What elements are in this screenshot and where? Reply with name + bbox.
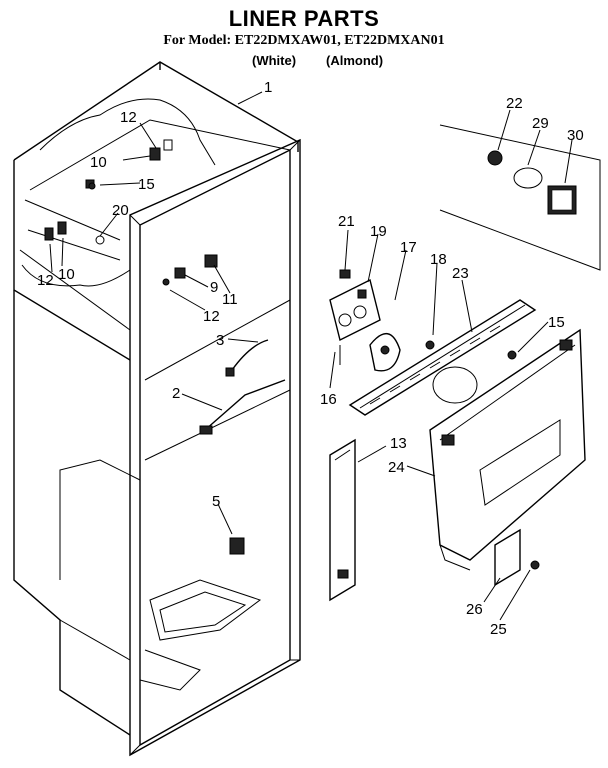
callout-24: 24 <box>388 459 405 476</box>
callout-15-right: 15 <box>548 314 565 331</box>
callout-labels: 1 12 10 15 20 12 10 9 11 12 3 2 5 21 19 … <box>37 79 584 638</box>
model-subtitle: For Model: ET22DMXAW01, ET22DMXAN01 <box>163 33 445 48</box>
light-assembly <box>439 124 601 271</box>
callout-2: 2 <box>172 385 180 402</box>
callout-1: 1 <box>264 79 272 96</box>
cabinet-small-parts <box>44 139 286 555</box>
liner-cabinet <box>13 61 301 757</box>
color-almond-label: (Almond) <box>326 53 384 68</box>
callout-5: 5 <box>212 493 220 510</box>
callout-15-left: 15 <box>138 176 155 193</box>
callout-12-mid: 12 <box>203 308 220 325</box>
air-grille <box>348 299 537 416</box>
callout-10-left: 10 <box>58 266 75 283</box>
callout-21: 21 <box>338 213 355 230</box>
callout-29: 29 <box>532 115 549 132</box>
callout-25: 25 <box>490 621 507 638</box>
callout-17: 17 <box>400 239 417 256</box>
callout-30: 30 <box>567 127 584 144</box>
rear-panel <box>429 328 586 571</box>
callout-20: 20 <box>112 202 129 219</box>
callout-19: 19 <box>370 223 387 240</box>
callout-9: 9 <box>210 279 218 296</box>
evaporator-fan-assembly <box>329 269 401 372</box>
color-white-label: (White) <box>252 53 297 68</box>
page-title: LINER PARTS <box>228 6 380 31</box>
callout-11: 11 <box>222 291 238 308</box>
screw-parts <box>88 182 517 360</box>
callout-26: 26 <box>466 601 483 618</box>
callout-23: 23 <box>452 265 469 282</box>
callout-22: 22 <box>506 95 523 112</box>
cover-plate <box>494 528 540 587</box>
callout-3: 3 <box>216 332 224 349</box>
leader-lines <box>49 91 573 621</box>
callout-18: 18 <box>430 251 447 268</box>
callout-12-left: 12 <box>37 272 54 289</box>
callout-16: 16 <box>320 391 337 408</box>
callout-13: 13 <box>390 435 407 452</box>
callout-10-top: 10 <box>90 154 107 171</box>
callout-12-top: 12 <box>120 109 137 126</box>
shroud-part <box>329 438 356 602</box>
